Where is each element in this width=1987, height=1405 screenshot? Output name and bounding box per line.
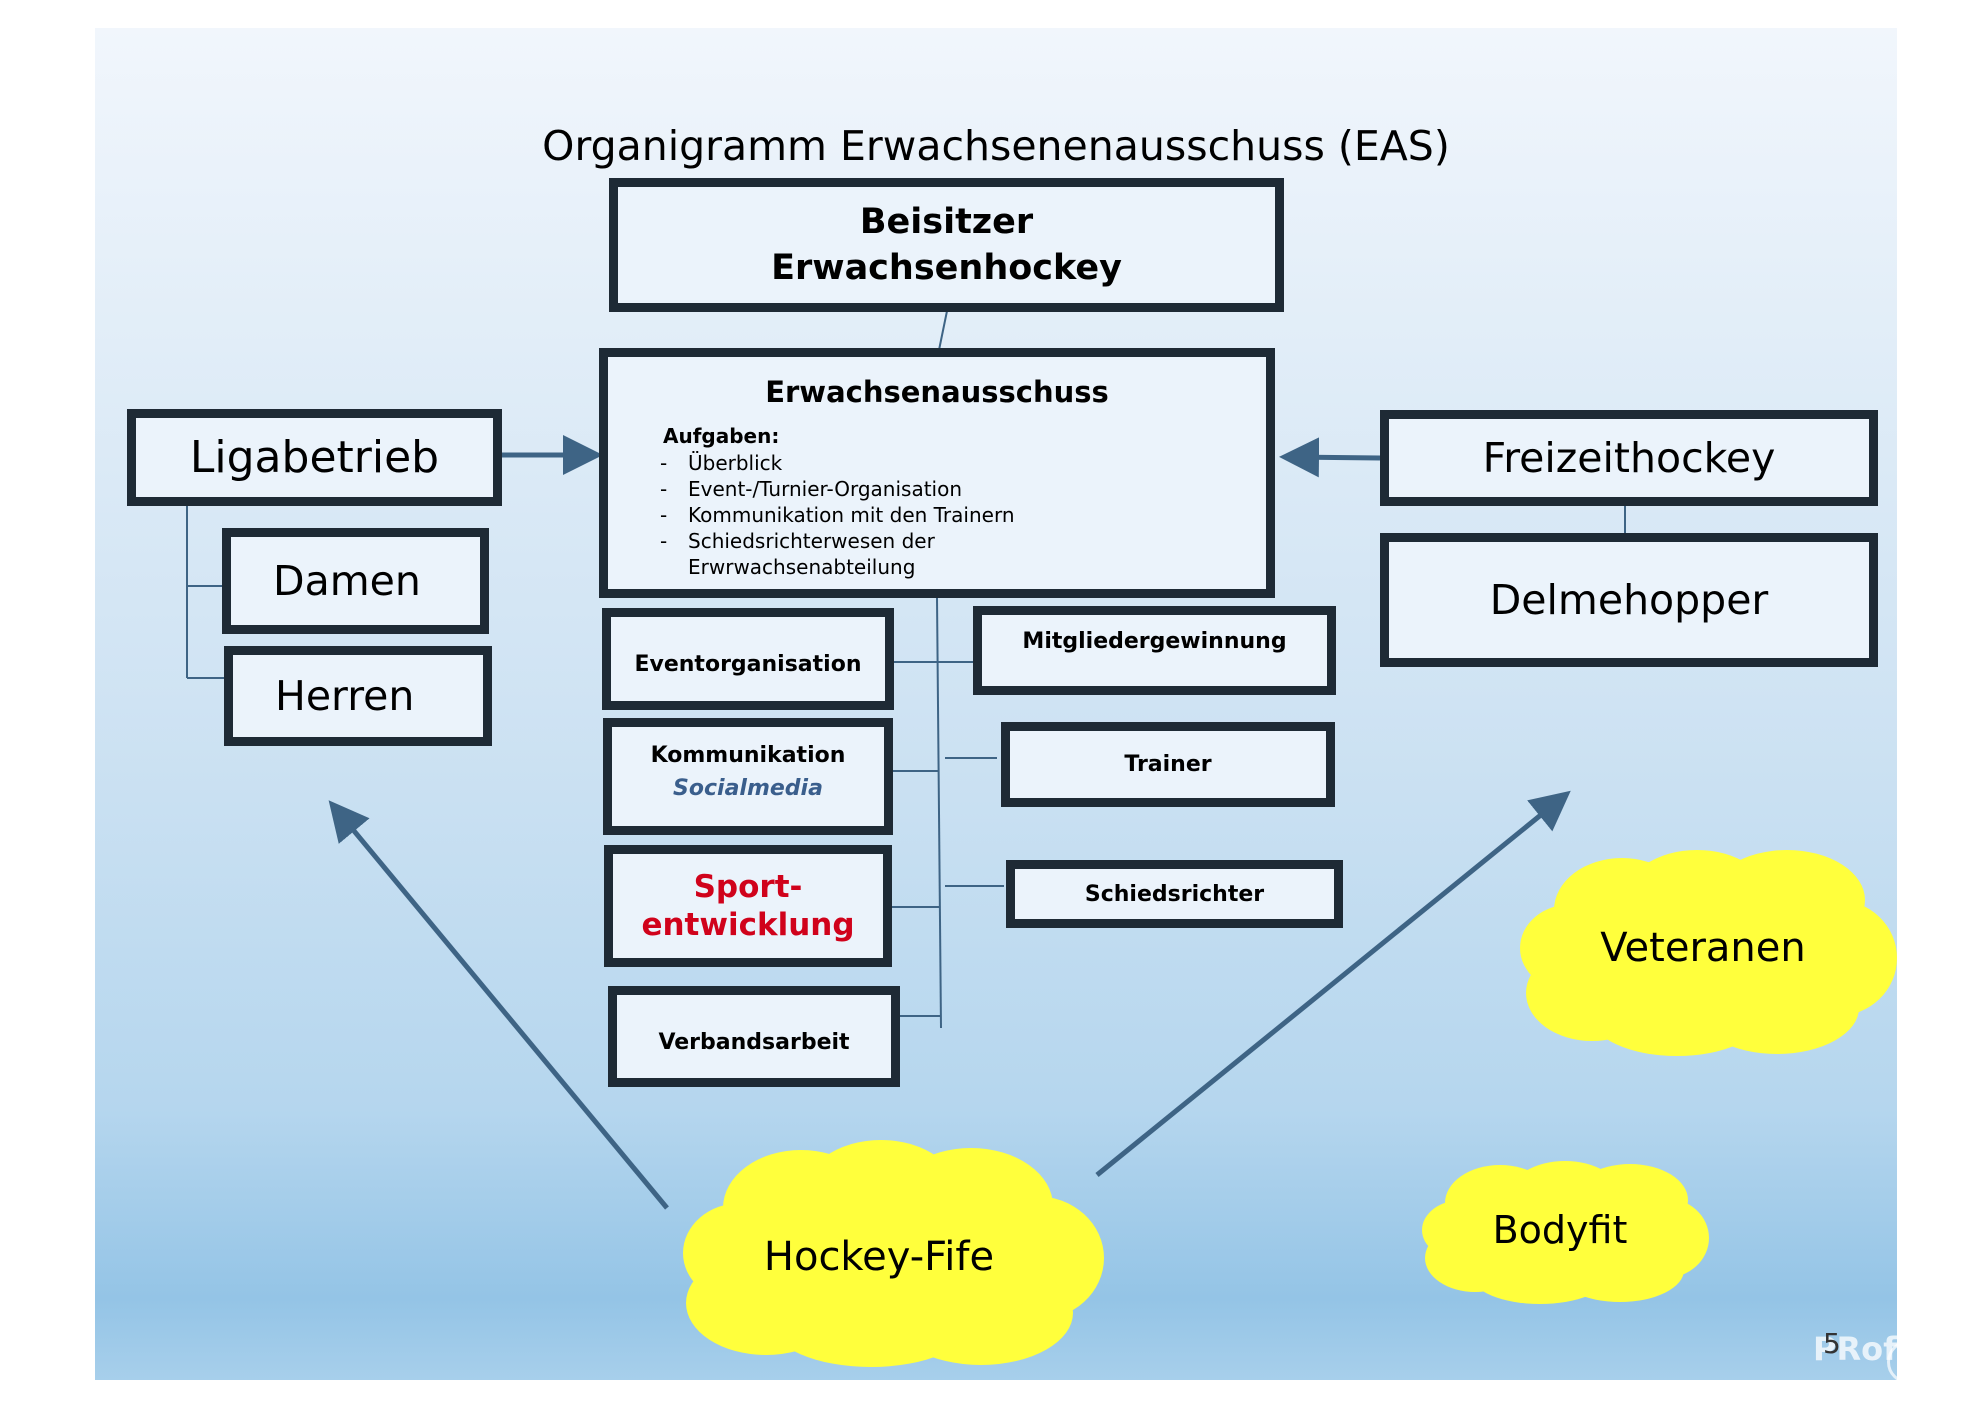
- tasks-heading: Aufgaben:: [663, 424, 780, 448]
- association-work-box: Verbandsarbeit: [608, 986, 900, 1087]
- page-number: 5: [1823, 1327, 1841, 1360]
- league-child-herren: Herren: [224, 646, 492, 746]
- task-item: Überblick: [658, 450, 1015, 476]
- leisure-label: Freizeithockey: [1482, 434, 1776, 482]
- connector-beisitzer-committee: [938, 310, 948, 351]
- veterans-cloud: Veteranen: [1517, 848, 1899, 1058]
- beisitzer-box: Beisitzer Erwachsenhockey: [609, 178, 1284, 312]
- beisitzer-line1: Beisitzer: [859, 202, 1034, 242]
- watermark-badge: 70: [1887, 1340, 1931, 1384]
- bodyfit-label: Bodyfit: [1492, 1208, 1628, 1252]
- committee-box: Erwachsenausschuss Aufgaben: Überblick E…: [599, 348, 1275, 598]
- hockey-fife-label: Hockey-Fife: [763, 1234, 995, 1280]
- association-work-label: Verbandsarbeit: [658, 1030, 850, 1055]
- trainer-label: Trainer: [1124, 752, 1212, 777]
- task-item: Kommunikation mit den Trainern: [658, 502, 1015, 528]
- bodyfit-cloud: Bodyfit: [1420, 1158, 1710, 1308]
- arrow-hockey-fife-to-leisure: [1095, 790, 1571, 1177]
- league-child-damen: Damen: [222, 528, 489, 634]
- page-title: Organigramm Erwachsenenausschuss (EAS): [542, 122, 1450, 170]
- veterans-label: Veteranen: [1600, 925, 1806, 971]
- slide-background: Organigramm Erwachsenenausschuss (EAS) B…: [95, 28, 1931, 1384]
- delmehopper-box: Delmehopper: [1380, 533, 1878, 667]
- connector-league-children: [186, 501, 227, 679]
- member-recruitment-label: Mitgliedergewinnung: [1022, 629, 1287, 654]
- delmehopper-label: Delmehopper: [1489, 576, 1769, 624]
- member-recruitment-box: Mitgliedergewinnung: [973, 606, 1336, 695]
- league-box: Ligabetrieb: [127, 409, 502, 506]
- beisitzer-line2: Erwachsenhockey: [771, 248, 1122, 288]
- league-child-label: Herren: [275, 672, 415, 720]
- cloud-shape: [1520, 850, 1897, 1056]
- referees-box: Schiedsrichter: [1006, 860, 1343, 928]
- sport-development-line1: Sport-: [693, 869, 803, 905]
- tasks-list: Überblick Event-/Turnier-Organisation Ko…: [658, 450, 1015, 580]
- league-child-label: Damen: [273, 557, 421, 605]
- sport-development-line2: entwicklung: [641, 907, 855, 943]
- event-organization-box: Eventorganisation: [602, 608, 894, 710]
- arrow-leisure-to-committee: [1279, 437, 1381, 478]
- cloud-shape: [1422, 1161, 1709, 1304]
- league-label: Ligabetrieb: [189, 432, 440, 483]
- trainer-box: Trainer: [1001, 722, 1335, 807]
- connector-central-trunk: [936, 597, 942, 1029]
- committee-title: Erwachsenausschuss: [765, 375, 1109, 409]
- task-item: Schiedsrichterwesen der: [658, 528, 1015, 554]
- referees-label: Schiedsrichter: [1084, 881, 1265, 907]
- task-item: Event-/Turnier-Organisation: [658, 476, 1015, 502]
- cloud-shape: [683, 1140, 1104, 1367]
- leisure-box: Freizeithockey: [1380, 410, 1878, 506]
- arrow-hockey-fife-to-league: [328, 800, 669, 1210]
- social-media-label: Socialmedia: [673, 776, 823, 801]
- connector-lines: [186, 310, 1626, 1210]
- sport-development-box: Sport- entwicklung: [604, 845, 892, 967]
- communication-box: Kommunikation Socialmedia: [603, 718, 893, 835]
- communication-label: Kommunikation: [650, 743, 846, 768]
- hockey-fife-cloud: Hockey-Fife: [681, 1138, 1107, 1368]
- event-organization-label: Eventorganisation: [634, 651, 862, 677]
- task-item-continuation: Erwrwachsenabteilung: [688, 555, 916, 579]
- connector-branches: [887, 661, 1004, 1017]
